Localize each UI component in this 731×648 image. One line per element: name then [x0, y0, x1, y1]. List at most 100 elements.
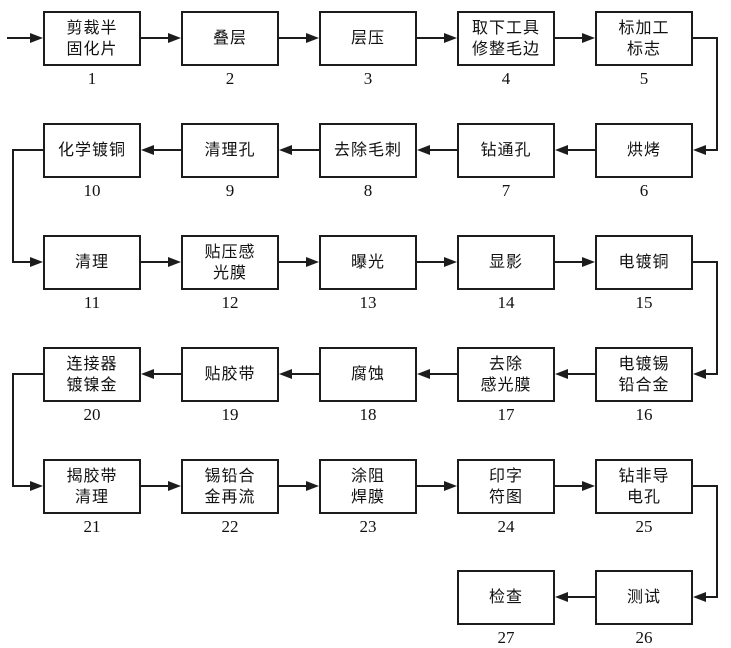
flow-box-22: 锡铅合金再流 [181, 459, 279, 514]
flow-arrowhead [30, 257, 43, 267]
flow-box-label: 符图 [488, 488, 523, 506]
flow-box-label: 清理 [74, 488, 109, 506]
flow-box-number: 3 [363, 69, 373, 88]
flow-arrowhead [444, 481, 457, 491]
flow-arrowhead [693, 145, 706, 155]
flow-box-number: 15 [635, 293, 653, 312]
flow-arrowhead [168, 33, 181, 43]
flow-arrowhead [279, 145, 292, 155]
flow-box-label: 去除 [488, 355, 523, 373]
flow-box-label: 揭胶带 [66, 467, 118, 485]
flow-box-label: 修整毛边 [471, 40, 540, 58]
flow-box-4: 取下工具修整毛边 [457, 11, 555, 66]
flow-arrowhead [693, 592, 706, 602]
flow-box-label: 固化片 [66, 40, 118, 58]
flow-box-number: 8 [363, 181, 373, 200]
flow-box-number: 12 [221, 293, 239, 312]
flow-box-17: 去除感光膜 [457, 347, 555, 402]
flow-box-label: 显影 [488, 254, 523, 271]
flow-box-label: 金再流 [204, 488, 256, 506]
flow-box-label: 涂阻 [350, 467, 385, 485]
flow-box-number: 27 [497, 628, 515, 647]
flow-arrowhead [555, 592, 568, 602]
flow-box-7: 钻通孔 [457, 123, 555, 178]
flow-box-number: 5 [639, 69, 649, 88]
flow-box-label: 清理孔 [204, 142, 256, 159]
flow-box-14: 显影 [457, 235, 555, 290]
flow-box-2: 叠层 [181, 11, 279, 66]
flow-box-number: 20 [83, 405, 101, 424]
flow-arrowhead [582, 33, 595, 43]
flow-box-number: 7 [501, 181, 511, 200]
flow-box-label: 焊膜 [350, 488, 385, 506]
flow-box-number: 19 [221, 405, 239, 424]
flow-arrowhead [141, 369, 154, 379]
flow-box-label: 检查 [488, 589, 523, 606]
flow-arrowhead [306, 257, 319, 267]
flow-box-number: 9 [225, 181, 235, 200]
flow-box-label: 贴胶带 [204, 366, 256, 383]
flow-box-21: 揭胶带清理 [43, 459, 141, 514]
flow-box-25: 钻非导电孔 [595, 459, 693, 514]
flow-box-number: 6 [639, 181, 649, 200]
flow-box-9: 清理孔 [181, 123, 279, 178]
flow-arrowhead [582, 481, 595, 491]
flow-box-label: 钻非导 [618, 467, 670, 485]
flow-box-15: 电镀铜 [595, 235, 693, 290]
flow-arrowhead [555, 369, 568, 379]
flow-arrowhead [444, 257, 457, 267]
flow-arrowhead [693, 369, 706, 379]
flow-box-label: 铅合金 [618, 376, 670, 394]
flow-arrowhead [279, 369, 292, 379]
flow-box-label: 感光膜 [480, 376, 532, 394]
flow-box-19: 贴胶带 [181, 347, 279, 402]
flow-box-number: 13 [359, 293, 377, 312]
flow-box-number: 4 [501, 69, 511, 88]
flow-box-label: 腐蚀 [350, 366, 385, 383]
flow-box-number: 11 [83, 293, 101, 312]
flow-arrowhead [168, 257, 181, 267]
flow-box-number: 18 [359, 405, 377, 424]
flow-box-11: 清理 [43, 235, 141, 290]
flow-box-23: 涂阻焊膜 [319, 459, 417, 514]
flow-box-number: 21 [83, 517, 101, 536]
flow-arrowhead [141, 145, 154, 155]
flow-box-16: 电镀锡铅合金 [595, 347, 693, 402]
flow-box-number: 17 [497, 405, 515, 424]
flow-box-label: 钻通孔 [480, 142, 532, 159]
flow-box-10: 化学镀铜 [43, 123, 141, 178]
flow-connector-line [12, 373, 43, 487]
flow-box-8: 去除毛刺 [319, 123, 417, 178]
flow-box-label: 电镀锡 [618, 355, 670, 373]
flow-box-20: 连接器镀镍金 [43, 347, 141, 402]
flow-box-label: 电镀铜 [618, 254, 670, 271]
flow-connector-line [693, 485, 718, 598]
flow-connector-line [693, 261, 718, 375]
flow-box-label: 锡铅合 [204, 467, 256, 485]
flow-box-label: 印字 [488, 467, 523, 485]
flow-box-number: 10 [83, 181, 101, 200]
flow-box-label: 清理 [74, 254, 109, 271]
flow-box-18: 腐蚀 [319, 347, 417, 402]
flow-connector-line [12, 149, 43, 263]
flow-box-label: 化学镀铜 [57, 142, 126, 159]
flow-box-label: 贴压感 [204, 243, 256, 261]
flow-box-label: 层压 [350, 30, 385, 47]
flow-box-24: 印字符图 [457, 459, 555, 514]
flow-box-number: 14 [497, 293, 515, 312]
flow-box-label: 连接器 [66, 355, 118, 373]
flow-box-number: 1 [87, 69, 97, 88]
flow-arrowhead [30, 481, 43, 491]
flow-arrowhead [417, 145, 430, 155]
flow-box-5: 标加工标志 [595, 11, 693, 66]
flow-arrowhead [582, 257, 595, 267]
flow-box-3: 层压 [319, 11, 417, 66]
flow-box-6: 烘烤 [595, 123, 693, 178]
flow-box-number: 23 [359, 517, 377, 536]
flow-box-label: 去除毛刺 [333, 142, 402, 159]
flow-box-12: 贴压感光膜 [181, 235, 279, 290]
flow-box-number: 26 [635, 628, 653, 647]
flow-box-label: 剪裁半 [66, 19, 118, 37]
